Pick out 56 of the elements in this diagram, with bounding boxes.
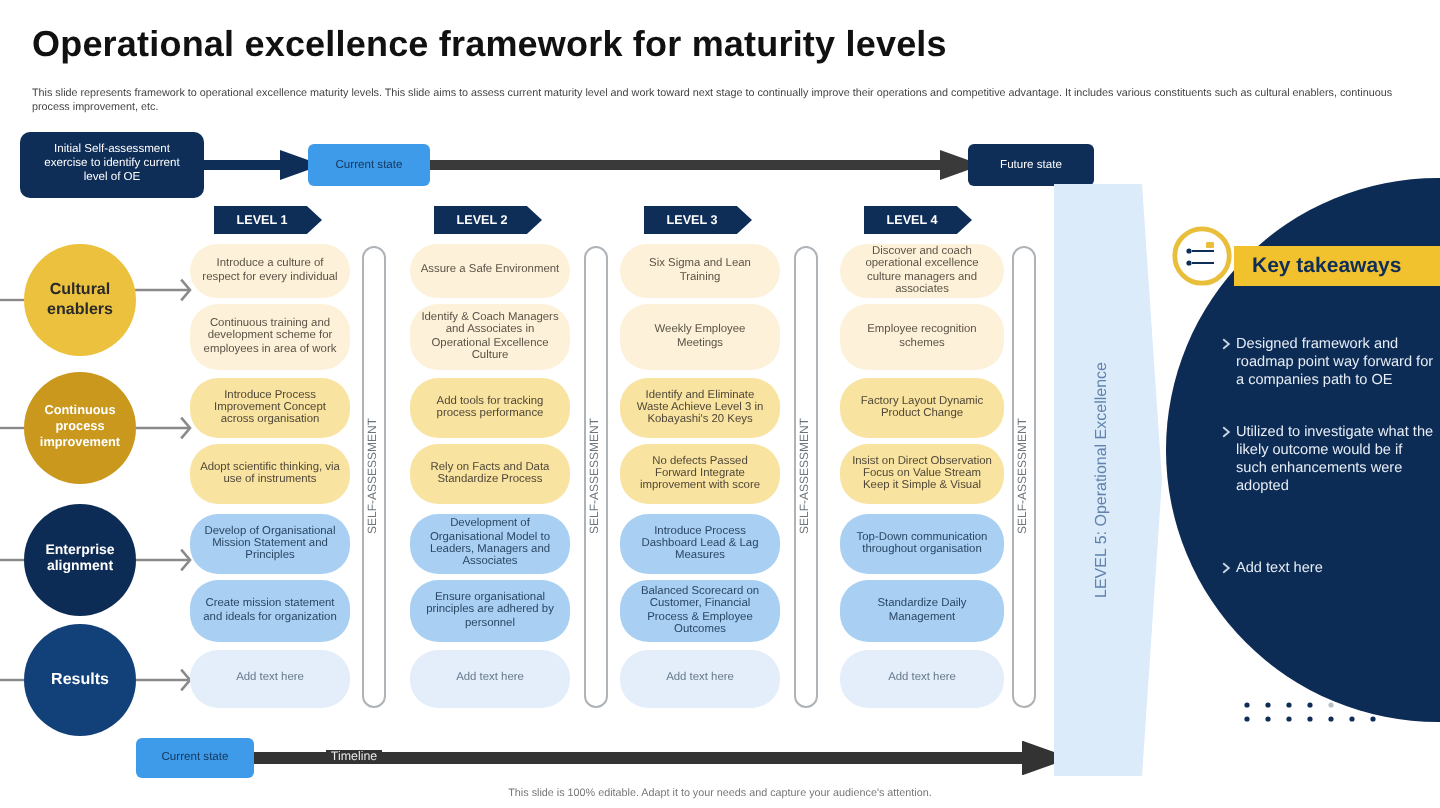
- heading-banner: [1234, 246, 1440, 286]
- action-pill: [190, 378, 350, 438]
- connector-line: [0, 426, 24, 430]
- action-pill: [410, 444, 570, 504]
- connector-line: [0, 558, 24, 562]
- info-box: [20, 132, 204, 198]
- action-pill: [190, 304, 350, 370]
- action-pill: [620, 650, 780, 708]
- takeaways-panel: [1166, 178, 1440, 722]
- action-pill: [190, 580, 350, 642]
- heading-text: Key takeaways: [1252, 254, 1402, 278]
- action-pill: [410, 244, 570, 298]
- assessment-bar: [1012, 246, 1036, 708]
- state-box: [308, 144, 430, 186]
- level-tag: [864, 206, 972, 234]
- action-pill: [620, 444, 780, 504]
- category-label: Results: [51, 670, 109, 690]
- slide-title: Operational excellence framework for maturity levels: [32, 24, 947, 66]
- action-pill: [410, 514, 570, 574]
- arrow: [136, 548, 192, 572]
- action-pill: [410, 580, 570, 642]
- action-pill: [620, 244, 780, 298]
- level-tag: [214, 206, 322, 234]
- action-pill: [620, 580, 780, 642]
- assessment-bar: [362, 246, 386, 708]
- action-pill: [620, 514, 780, 574]
- action-pill: [840, 378, 1004, 438]
- action-pill: [840, 580, 1004, 642]
- action-pill: [190, 650, 350, 708]
- action-pill: [410, 378, 570, 438]
- category-label: Cultural enablers: [45, 280, 115, 320]
- band-label: LEVEL 5: Operational Excellence: [1091, 362, 1109, 598]
- action-pill: [410, 304, 570, 370]
- action-pill: [840, 304, 1004, 370]
- action-pill: [190, 514, 350, 574]
- arrow: [135, 278, 192, 302]
- assessment-bar: [584, 246, 608, 708]
- connector-line: [0, 298, 24, 302]
- action-pill: [190, 244, 350, 298]
- action-pill: [840, 244, 1004, 298]
- action-pill: [620, 378, 780, 438]
- action-pill: [410, 650, 570, 708]
- level-tag: [644, 206, 752, 234]
- level-tag: [434, 206, 542, 234]
- state-box: [968, 144, 1094, 186]
- action-pill: [840, 444, 1004, 504]
- action-pill: [840, 650, 1004, 708]
- action-pill: [620, 304, 780, 370]
- assessment-bar: [794, 246, 818, 708]
- arrow: [136, 668, 192, 692]
- state-box: [136, 738, 254, 778]
- arrow: [136, 416, 192, 440]
- action-pill: [190, 444, 350, 504]
- level-band: [1054, 184, 1162, 776]
- connector-line: [0, 678, 24, 682]
- action-pill: [840, 514, 1004, 574]
